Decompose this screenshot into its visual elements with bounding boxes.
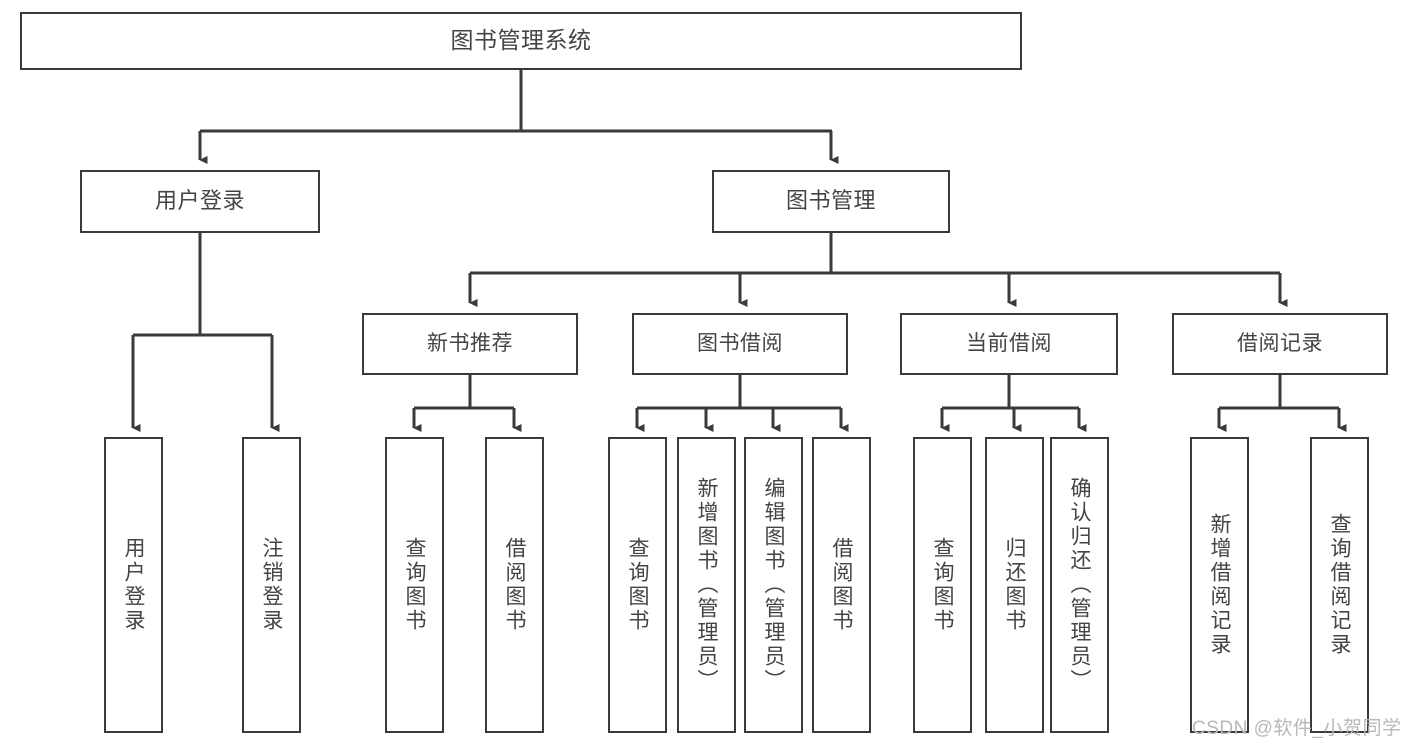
node-new-book-recommend[interactable]: 新书推荐 <box>362 313 578 375</box>
node-root[interactable]: 图书管理系统 <box>20 12 1022 70</box>
node-leaf-borrow-book-2[interactable]: 借阅图书 <box>812 437 871 733</box>
node-leaf-query-book-2-label: 查询图书 <box>626 537 649 633</box>
node-leaf-user-logout[interactable]: 注销登录 <box>242 437 301 733</box>
node-current-borrow-label: 当前借阅 <box>966 332 1052 356</box>
node-user-login-label: 用户登录 <box>154 188 245 214</box>
node-leaf-query-book-3-label: 查询图书 <box>931 537 954 633</box>
node-new-book-recommend-label: 新书推荐 <box>427 332 513 356</box>
node-leaf-add-book-label: 新增图书（管理员） <box>695 477 718 693</box>
node-book-manage[interactable]: 图书管理 <box>712 170 950 233</box>
node-borrow-record-label: 借阅记录 <box>1237 332 1323 356</box>
node-leaf-query-book-1[interactable]: 查询图书 <box>385 437 444 733</box>
node-leaf-return-book[interactable]: 归还图书 <box>985 437 1044 733</box>
node-leaf-confirm-return-label: 确认归还（管理员） <box>1068 477 1091 693</box>
node-leaf-borrow-book-2-label: 借阅图书 <box>830 537 853 633</box>
node-leaf-borrow-book-1-label: 借阅图书 <box>503 537 526 633</box>
node-book-borrow-label: 图书借阅 <box>697 332 783 356</box>
node-leaf-borrow-book-1[interactable]: 借阅图书 <box>485 437 544 733</box>
node-root-label: 图书管理系统 <box>450 27 592 54</box>
node-current-borrow[interactable]: 当前借阅 <box>900 313 1118 375</box>
node-book-manage-label: 图书管理 <box>785 188 876 214</box>
node-book-borrow[interactable]: 图书借阅 <box>632 313 848 375</box>
node-leaf-add-record[interactable]: 新增借阅记录 <box>1190 437 1249 733</box>
node-leaf-query-record[interactable]: 查询借阅记录 <box>1310 437 1369 733</box>
node-leaf-user-logout-label: 注销登录 <box>260 537 283 633</box>
node-leaf-query-book-3[interactable]: 查询图书 <box>913 437 972 733</box>
node-leaf-user-login[interactable]: 用户登录 <box>104 437 163 733</box>
node-leaf-add-record-label: 新增借阅记录 <box>1208 513 1231 657</box>
node-leaf-return-book-label: 归还图书 <box>1003 537 1026 633</box>
node-leaf-query-book-2[interactable]: 查询图书 <box>608 437 667 733</box>
watermark: CSDN @软件_小贺同学 <box>1192 718 1402 739</box>
node-leaf-query-record-label: 查询借阅记录 <box>1328 513 1351 657</box>
node-leaf-user-login-label: 用户登录 <box>122 537 145 633</box>
node-user-login[interactable]: 用户登录 <box>80 170 320 233</box>
node-leaf-confirm-return[interactable]: 确认归还（管理员） <box>1050 437 1109 733</box>
node-leaf-edit-book-label: 编辑图书（管理员） <box>762 477 785 693</box>
node-leaf-query-book-1-label: 查询图书 <box>403 537 426 633</box>
node-leaf-add-book[interactable]: 新增图书（管理员） <box>677 437 736 733</box>
node-borrow-record[interactable]: 借阅记录 <box>1172 313 1388 375</box>
node-leaf-edit-book[interactable]: 编辑图书（管理员） <box>744 437 803 733</box>
